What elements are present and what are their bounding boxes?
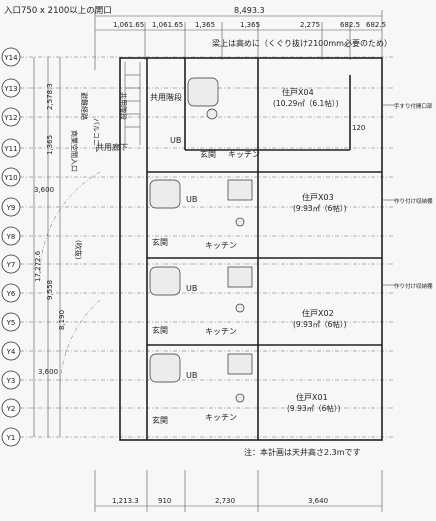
top-dimension-row: 1,061.65 1,061.65 1,365 1,365 2,275 682.… xyxy=(94,10,386,70)
svg-text:Y3: Y3 xyxy=(6,377,16,385)
grid-marker: Y8 xyxy=(1,226,395,246)
grid-marker: Y13 xyxy=(1,78,395,98)
building-outline xyxy=(119,57,383,441)
unit-x02-kitchen: キッチン xyxy=(205,327,237,336)
unit-x01-ub: UB xyxy=(186,371,197,380)
unit-x01-genkan: 玄関 xyxy=(152,415,168,425)
grid-marker: Y4 xyxy=(1,341,395,361)
unit-x04-name: 住戸X04 xyxy=(282,87,314,97)
unit-x02: UB 玄関 キッチン 住戸X02 (9.93㎡（6帖）) xyxy=(149,266,347,336)
top-dim-2: 1,061.65 xyxy=(152,21,183,29)
grid-marker: Y2 xyxy=(1,398,395,418)
unit-x01: UB 玄関 キッチン 住戸X01 (9.93㎡（6帖）) xyxy=(149,353,341,425)
top-dim-5: 2,275 xyxy=(300,21,320,29)
top-dim-7: 682.5 xyxy=(366,21,386,29)
grid-marker: Y3 xyxy=(1,370,395,390)
grid-marker: Y1 xyxy=(1,427,395,447)
bottom-dimension-row: 1,213.3 910 2,730 3,640 xyxy=(94,470,383,512)
ceiling-height-note: 注：本計画は天井高さ2.3mです xyxy=(244,447,361,457)
svg-text:Y14: Y14 xyxy=(3,54,18,62)
grid-marker: Y14 xyxy=(1,47,395,67)
left-dim-6: 3,600 xyxy=(38,368,58,376)
shared-stair: 共用階段 xyxy=(124,62,182,145)
bottom-dim-2: 910 xyxy=(158,497,171,505)
grid-marker: Y6 xyxy=(1,283,395,303)
unit-x02-genkan: 玄関 xyxy=(152,325,168,335)
top-dim-1: 1,061.65 xyxy=(113,21,144,29)
grid-marker: Y10 xyxy=(1,167,395,187)
svg-text:Y12: Y12 xyxy=(3,114,17,122)
left-dimension-lines: 2,578.3 1,365 3,600 9,558 8,190 3,600 17… xyxy=(33,57,66,437)
unit-x01-name: 住戸X01 xyxy=(296,392,328,402)
svg-text:Y6: Y6 xyxy=(6,290,16,298)
grid-marker: Y7 xyxy=(1,254,395,274)
svg-text:Y7: Y7 xyxy=(6,261,16,269)
unit-x02-area: (9.93㎡（6帖）) xyxy=(293,319,347,329)
unit-x02-ub: UB xyxy=(186,284,197,293)
unit-x03-genkan: 玄関 xyxy=(152,237,168,247)
bottom-dim-3: 2,730 xyxy=(215,497,235,505)
storage-label-2: 作り付け収納棚 xyxy=(394,282,433,290)
unit-x03: UB 玄関 キッチン 住戸X03 (9.93㎡（6帖）) xyxy=(149,179,347,250)
svg-text:Y9: Y9 xyxy=(6,204,16,212)
svg-text:Y13: Y13 xyxy=(3,85,17,93)
left-dim-2: 1,365 xyxy=(46,135,54,155)
unit-x02-name: 住戸X02 xyxy=(302,308,334,318)
swing-arc-lower xyxy=(59,299,101,391)
unit-x04: 住戸X04 (10.29㎡（6.1帖）) 玄関 キッチン UB 120 xyxy=(170,87,365,159)
right-side-labels: 手すり付開口部 作り付け収納棚 作り付け収納棚 xyxy=(382,102,433,290)
svg-text:Y1: Y1 xyxy=(6,434,16,442)
unit-x03-ub: UB xyxy=(186,195,197,204)
evac-route-label: 避難経路 xyxy=(80,92,89,120)
bottom-dim-1: 1,213.3 xyxy=(112,497,139,505)
svg-text:Y2: Y2 xyxy=(6,405,16,413)
grid-marker: Y11 xyxy=(1,138,395,158)
svg-text:Y10: Y10 xyxy=(3,174,17,182)
shared-stair-label: 共用階段 xyxy=(150,92,182,102)
void-label: (吹抜) xyxy=(74,240,83,260)
handrail-opening-label: 手すり付開口部 xyxy=(394,102,433,110)
balcony-label: バルコニー xyxy=(92,118,100,153)
svg-text:Y8: Y8 xyxy=(6,233,16,241)
svg-text:Y5: Y5 xyxy=(6,319,16,327)
beam-note: 梁上は高めに（くぐり抜け2100mm必要のため） xyxy=(212,38,392,48)
svg-text:Y4: Y4 xyxy=(6,348,16,356)
left-dim-5: 8,190 xyxy=(58,310,66,330)
grid-marker: Y9 xyxy=(1,197,395,217)
shared-corridor-label: 共用廊下 xyxy=(96,142,128,152)
overall-width-dim: 8,493.3 xyxy=(234,6,265,15)
unit-x01-area: (9.93㎡（6帖）) xyxy=(287,403,341,413)
bottom-dim-4: 3,640 xyxy=(308,497,328,505)
unit-x03-area: (9.93㎡（6帖）) xyxy=(293,203,347,213)
storage-label-1: 作り付け収納棚 xyxy=(394,197,433,205)
commercial-entrance-label: 商業空間入口 xyxy=(70,130,79,172)
grid-marker: Y12 xyxy=(1,107,395,127)
left-dim-4: 9,558 xyxy=(46,280,54,300)
unit-x04-ub: UB xyxy=(170,136,181,145)
top-dim-4: 1,365 xyxy=(240,21,260,29)
grid-axis-y: Y14 Y13 Y12 Y11 Y10 Y9 Y8 Y7 Y6 Y5 Y4 Y3… xyxy=(1,47,395,447)
unit-x04-area: (10.29㎡（6.1帖）) xyxy=(273,98,339,108)
unit-x03-kitchen: キッチン xyxy=(205,241,237,250)
left-dim-7: 17,272.6 xyxy=(34,250,42,282)
top-dim-3: 1,365 xyxy=(195,21,215,29)
svg-text:Y11: Y11 xyxy=(3,145,17,153)
unit-x03-name: 住戸X03 xyxy=(302,192,334,202)
entrance-note: 入口750 x 2100以上の開口 xyxy=(4,6,112,16)
window-depth-dim: 120 xyxy=(352,124,365,132)
shared-stair-vertical-label: 共用階段 xyxy=(119,92,128,120)
left-dim-1: 2,578.3 xyxy=(46,83,54,110)
unit-x04-genkan: 玄関 xyxy=(200,149,216,159)
top-dim-6: 682.5 xyxy=(340,21,360,29)
grid-marker: Y5 xyxy=(1,312,395,332)
bathtub-x04 xyxy=(187,77,219,120)
unit-x04-kitchen: キッチン xyxy=(228,150,260,159)
unit-x01-kitchen: キッチン xyxy=(205,413,237,422)
left-dim-3: 3,600 xyxy=(34,186,54,194)
swing-arc-upper xyxy=(39,171,101,281)
